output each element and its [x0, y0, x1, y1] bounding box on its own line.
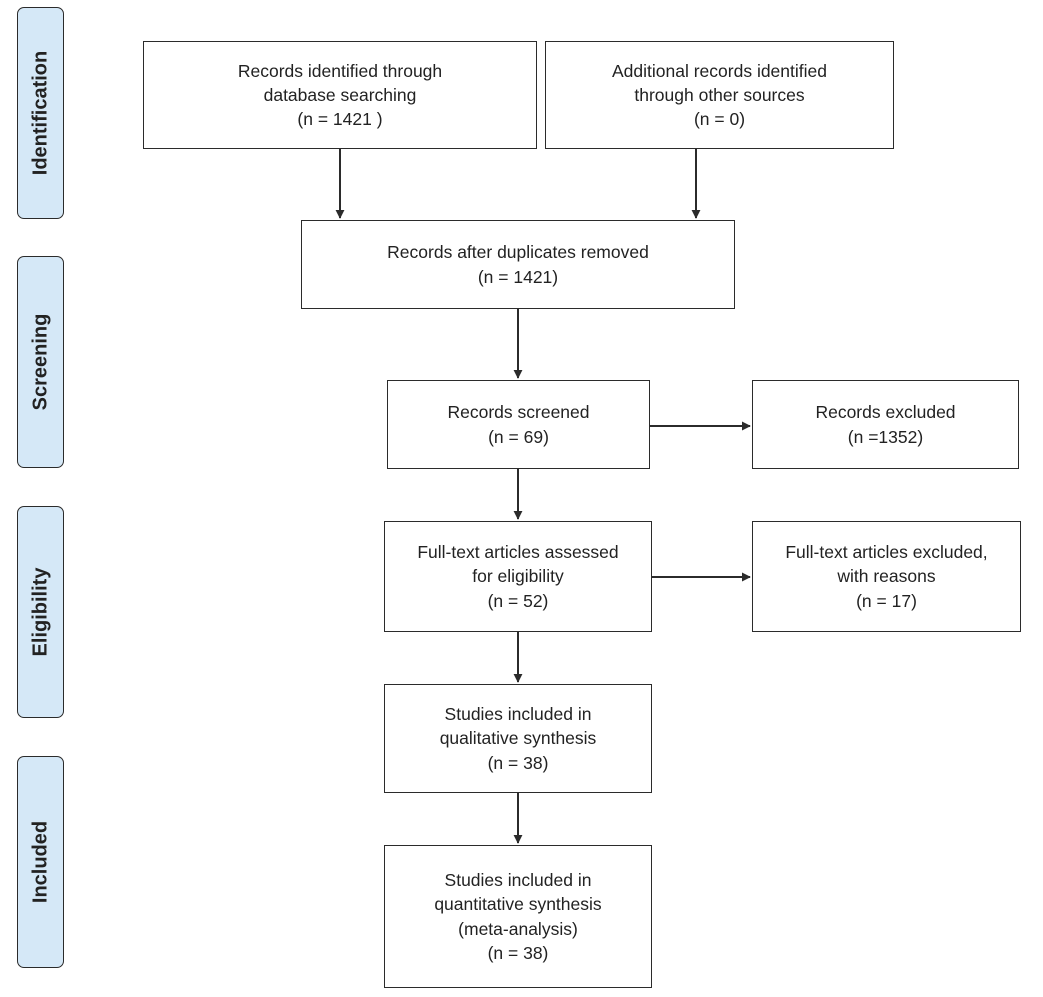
phase-identification: Identification: [17, 7, 64, 219]
box-records-excluded-text: Records excluded (n =1352): [815, 402, 956, 447]
box-fulltext-excluded: Full-text articles excluded, with reason…: [752, 521, 1021, 632]
box-other-sources-text: Additional records identified through ot…: [612, 60, 827, 130]
box-after-duplicates: Records after duplicates removed (n = 14…: [301, 220, 735, 309]
box-database-searching: Records identified through database sear…: [143, 41, 537, 149]
box-fulltext-assessed: Full-text articles assessed for eligibil…: [384, 521, 652, 632]
box-qualitative-synthesis: Studies included in qualitative synthesi…: [384, 684, 652, 793]
box-records-excluded: Records excluded (n =1352): [752, 380, 1019, 469]
box-records-screened-text: Records screened (n = 69): [447, 402, 590, 447]
box-after-duplicates-text: Records after duplicates removed (n = 14…: [387, 242, 649, 287]
box-quantitative-synthesis-text: Studies included in quantitative synthes…: [434, 870, 602, 963]
box-other-sources: Additional records identified through ot…: [545, 41, 894, 149]
phase-screening: Screening: [17, 256, 64, 468]
box-fulltext-assessed-text: Full-text articles assessed for eligibil…: [417, 542, 619, 611]
phase-eligibility: Eligibility: [17, 506, 64, 718]
box-database-searching-text: Records identified through database sear…: [237, 60, 443, 130]
phase-included: Included: [17, 756, 64, 968]
box-quantitative-synthesis: Studies included in quantitative synthes…: [384, 845, 652, 988]
box-records-screened: Records screened (n = 69): [387, 380, 650, 469]
box-qualitative-synthesis-text: Studies included in qualitative synthesi…: [439, 704, 597, 773]
box-fulltext-excluded-text: Full-text articles excluded, with reason…: [785, 542, 988, 611]
